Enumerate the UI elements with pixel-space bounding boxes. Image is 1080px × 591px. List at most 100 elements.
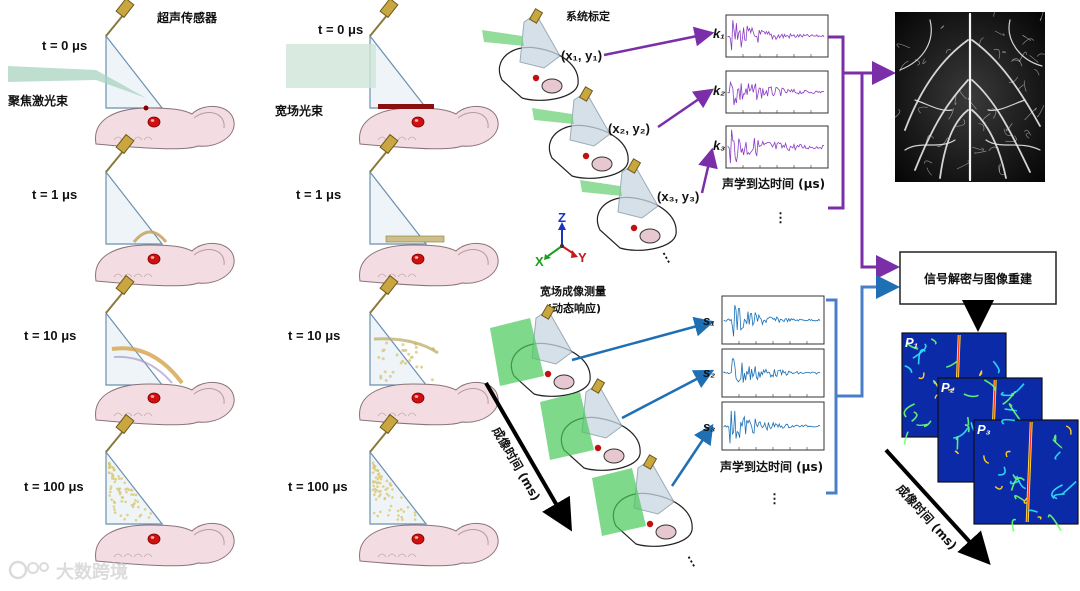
speckle <box>378 475 381 479</box>
mouse-fur <box>143 136 153 141</box>
reconstruction-label: 信号解密与图像重建 <box>924 271 1033 286</box>
focused-beam-column <box>8 0 235 567</box>
transducer-label: 超声传感器 <box>156 10 218 25</box>
mouse-nose <box>603 448 625 464</box>
vessel <box>991 108 997 119</box>
speckle <box>384 378 388 382</box>
transducer-icon <box>379 274 399 296</box>
mouse-eye <box>411 116 425 128</box>
transducer-stem <box>369 149 389 173</box>
vessel <box>959 88 967 100</box>
vessel <box>914 99 953 111</box>
speckle <box>407 352 411 356</box>
mouse-fur <box>123 412 133 417</box>
transducer-icon <box>578 86 594 102</box>
transducer-icon <box>379 0 399 19</box>
speckle <box>376 477 380 481</box>
mouse-fur <box>397 273 407 278</box>
vessel <box>891 109 901 121</box>
prism <box>105 170 164 245</box>
acoustic-wave <box>385 235 445 243</box>
speckle <box>415 365 419 369</box>
dynamic-subtitle: (动态响应) <box>547 301 601 315</box>
speckle <box>414 345 418 349</box>
vessel <box>994 30 1005 36</box>
speckle <box>113 508 116 511</box>
vessel <box>1062 480 1077 494</box>
transducer-icon <box>115 0 135 19</box>
speckle <box>137 505 140 509</box>
speckle <box>377 495 381 498</box>
vessel <box>1024 107 1037 121</box>
speckle <box>371 488 375 492</box>
vessel <box>971 39 1041 127</box>
speckle <box>143 507 147 511</box>
vessel <box>974 150 987 154</box>
axes-icon: Z X Y <box>535 210 587 269</box>
speckle <box>123 481 127 485</box>
vessel <box>948 108 954 120</box>
acoustic-wave <box>113 355 173 384</box>
mouse-nose <box>639 228 661 244</box>
speckle <box>382 348 386 352</box>
vessel <box>1003 128 1013 136</box>
speckle <box>149 512 152 515</box>
speckle <box>147 516 151 519</box>
vessel <box>954 119 966 127</box>
vessel <box>1005 135 1017 142</box>
vessel <box>1027 509 1038 513</box>
laser-beam <box>482 30 524 46</box>
mouse-nose <box>655 524 677 540</box>
prism <box>105 34 164 109</box>
eye-highlight <box>150 119 155 122</box>
speckle <box>107 471 111 474</box>
prism <box>369 34 428 109</box>
mouse-ear <box>457 112 489 129</box>
kernel-ellipsis: ⋮ <box>774 210 787 225</box>
vessel <box>930 338 937 345</box>
speckle <box>414 350 418 354</box>
mouse-body-outline <box>548 124 629 179</box>
waveform-frame <box>721 348 825 398</box>
mouse-eye <box>630 224 638 232</box>
speckle <box>118 491 122 494</box>
waveform-frame <box>725 70 829 114</box>
speckle <box>111 475 114 478</box>
speckle <box>396 518 400 521</box>
mouse-fur <box>113 553 123 558</box>
speckle <box>112 477 116 480</box>
vessel <box>978 370 983 377</box>
mouse-fur <box>377 412 387 417</box>
waveform-trace <box>723 410 821 444</box>
prism <box>369 450 428 525</box>
mouse-ear <box>193 529 225 546</box>
speckle <box>383 370 387 374</box>
vessel <box>1034 69 1040 76</box>
kernel-label: k₃ <box>713 138 725 153</box>
vessel <box>1037 53 1049 57</box>
mouse-nose <box>591 156 613 172</box>
vessel <box>1065 425 1072 435</box>
speckle <box>113 501 117 505</box>
speckle <box>408 358 412 362</box>
vessel <box>904 39 969 131</box>
vessel <box>955 436 959 450</box>
vessel <box>1005 123 1013 132</box>
vessel <box>1023 80 1027 92</box>
speckle <box>391 488 394 491</box>
speckle <box>387 513 390 517</box>
mouse-eye <box>147 253 161 265</box>
vessel <box>1018 84 1024 92</box>
calibration-title: 系统标定 <box>566 9 610 23</box>
time-label: t = 10 μs <box>24 328 76 343</box>
wide-laser-beam <box>286 44 376 88</box>
eye-highlight <box>150 256 155 259</box>
speckle <box>402 510 406 513</box>
mouse-eye <box>411 533 425 545</box>
speckle <box>132 493 135 496</box>
vessel <box>953 427 969 439</box>
wide-beam-column <box>286 0 499 567</box>
waveform-trace <box>727 80 825 106</box>
eye-highlight <box>414 536 419 539</box>
